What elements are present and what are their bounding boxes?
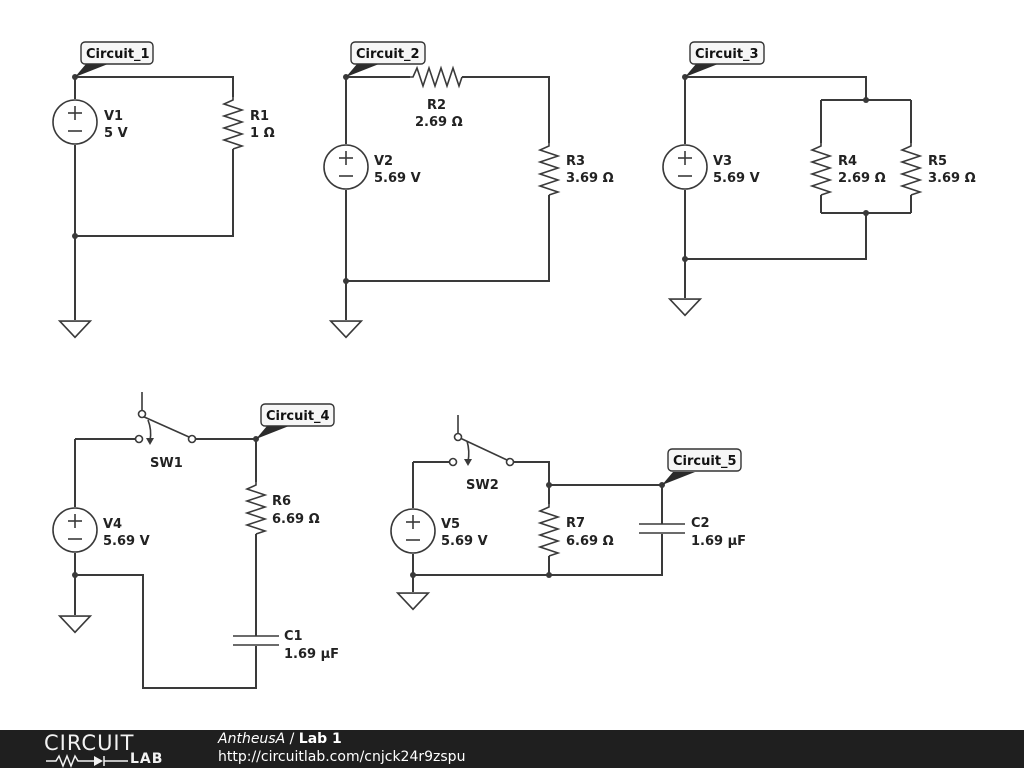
node-dot (546, 572, 552, 578)
node-flag (75, 64, 108, 77)
ground-symbol (329, 320, 363, 339)
node-dot (863, 97, 869, 103)
circuit-2: Circuit_2 V2 5.69 V R2 2.69 Ω R3 3.69 Ω (323, 41, 614, 339)
ground-symbol (668, 298, 702, 317)
component-ref: C2 (691, 516, 710, 531)
component-ref: R4 (838, 154, 857, 169)
node-flag (256, 426, 289, 439)
circuit-1: Circuit_1 V1 5 V R1 1 Ω (52, 41, 275, 339)
node-flag (685, 64, 718, 77)
node-label-circuit-1[interactable]: Circuit_1 (80, 41, 154, 65)
component-ref: V2 (374, 154, 393, 169)
component-value: 5.69 V (103, 534, 150, 549)
resistor-r7[interactable] (537, 504, 561, 557)
node-label-circuit-5[interactable]: Circuit_5 (667, 448, 742, 472)
resistor-r1[interactable] (221, 97, 245, 150)
node-label-text: Circuit_5 (673, 454, 737, 469)
component-ref: R5 (928, 154, 947, 169)
node-dot (546, 482, 552, 488)
circuit-5: Circuit_5 V5 5.69 V SW2 R7 6.69 Ω C2 1.6… (390, 415, 746, 611)
circuit-4: Circuit_4 V4 5.69 V SW1 R6 6.69 Ω C1 1.6… (52, 392, 339, 689)
node-dot (72, 233, 78, 239)
component-value: 5 V (104, 126, 128, 141)
component-value: 1 Ω (250, 126, 275, 141)
separator: / (285, 731, 299, 747)
author-link[interactable]: AntheusA (218, 731, 286, 747)
node-label-circuit-4[interactable]: Circuit_4 (260, 403, 335, 427)
component-ref: R6 (272, 494, 291, 509)
logo-resistor-diode-icon (46, 754, 128, 768)
component-ref: SW1 (150, 456, 183, 471)
voltage-source-v5[interactable] (390, 508, 436, 554)
voltage-source-v2[interactable] (323, 144, 369, 190)
node-dot (72, 572, 78, 578)
component-value: 5.69 V (374, 171, 421, 186)
circuitlab-logo[interactable]: CIRCUIT LAB (44, 732, 184, 768)
component-value: 6.69 Ω (272, 512, 320, 527)
node-label-text: Circuit_3 (695, 47, 759, 62)
node-dot (682, 256, 688, 262)
node-dot (863, 210, 869, 216)
node-flag (346, 64, 379, 77)
component-value: 5.69 V (713, 171, 760, 186)
component-ref: R7 (566, 516, 585, 531)
switch-sw2[interactable] (448, 415, 515, 467)
resistor-r4[interactable] (809, 143, 833, 196)
circuit-title[interactable]: Lab 1 (298, 731, 342, 747)
component-ref: R2 (427, 98, 446, 113)
component-value: 1.69 µF (691, 534, 746, 549)
component-value: 1.69 µF (284, 647, 339, 662)
component-value: 6.69 Ω (566, 534, 614, 549)
resistor-r2[interactable] (410, 65, 463, 89)
component-ref: V4 (103, 517, 122, 532)
resistor-r3[interactable] (537, 143, 561, 196)
node-label-text: Circuit_1 (86, 47, 150, 62)
node-dot (343, 278, 349, 284)
component-ref: SW2 (466, 478, 499, 493)
component-value: 2.69 Ω (838, 171, 886, 186)
node-flag (662, 472, 695, 485)
switch-sw1[interactable] (134, 392, 197, 445)
component-value: 2.69 Ω (415, 115, 463, 130)
ground-symbol (58, 320, 92, 339)
footer-bar: CIRCUIT LAB AntheusA / Lab 1 http://circ… (0, 730, 1024, 768)
component-ref: V5 (441, 517, 460, 532)
voltage-source-v1[interactable] (52, 99, 98, 145)
node-label-circuit-3[interactable]: Circuit_3 (689, 41, 765, 65)
component-ref: V1 (104, 109, 123, 124)
component-ref: R3 (566, 154, 585, 169)
ground-symbol (58, 615, 92, 634)
author-title-line: AntheusA / Lab 1 (218, 731, 342, 748)
component-ref: V3 (713, 154, 732, 169)
resistor-r5[interactable] (899, 143, 923, 196)
logo-text-top: CIRCUIT (44, 731, 135, 755)
ground-symbol (396, 592, 430, 611)
component-value: 3.69 Ω (928, 171, 976, 186)
capacitor-c2[interactable] (639, 520, 685, 534)
logo-text-bottom: LAB (130, 751, 164, 767)
node-dot (410, 572, 416, 578)
voltage-source-v4[interactable] (52, 507, 98, 553)
capacitor-c1[interactable] (233, 632, 279, 646)
node-label-circuit-2[interactable]: Circuit_2 (350, 41, 426, 65)
node-label-text: Circuit_2 (356, 47, 420, 62)
circuit-url[interactable]: http://circuitlab.com/cnjck24r9zspu (218, 749, 466, 765)
node-label-text: Circuit_4 (266, 409, 330, 424)
component-ref: R1 (250, 109, 269, 124)
schematic-canvas: Circuit_1 V1 5 V R1 1 Ω Circuit_2 V2 5.6… (52, 41, 976, 689)
component-ref: C1 (284, 629, 303, 644)
voltage-source-v3[interactable] (662, 144, 708, 190)
circuit-3: Circuit_3 V3 5.69 V R4 2.69 Ω R5 3.69 Ω (662, 41, 976, 317)
component-value: 5.69 V (441, 534, 488, 549)
component-value: 3.69 Ω (566, 171, 614, 186)
resistor-r6[interactable] (244, 482, 268, 535)
